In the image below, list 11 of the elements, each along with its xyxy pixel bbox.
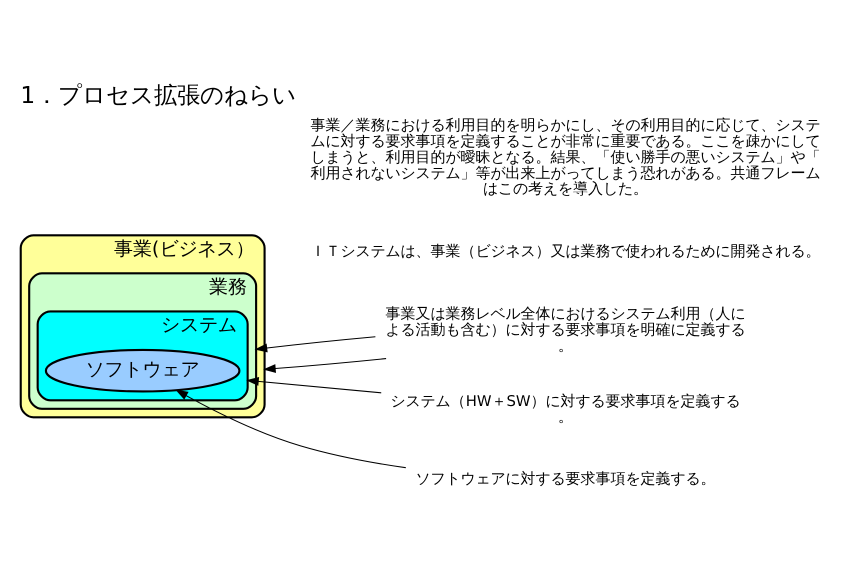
label: ＩＴシステムは、事業（ビジネス）又は業務で使われるために開発される。: [310, 242, 821, 260]
node-text: 事業又は業務レベル全体におけるシステム利用（人による活動も含む）に対する要求事項を明確に定義する。: [386, 305, 746, 354]
arrow: [262, 358, 386, 372]
arrow: [254, 336, 376, 352]
diagram-title: 1．プロセス拡張のねらい: [20, 82, 296, 109]
arrow: [246, 376, 382, 393]
node-text: システム（HW＋SW）に対する要求事項を定義する。: [390, 392, 741, 426]
node-text: ソフトウェアに対する要求事項を定義する。: [416, 470, 716, 488]
node-ellipse: ソフトウェア: [44, 348, 240, 392]
arrow: [175, 389, 406, 468]
label: 事業／業務における利用目的を明らかにし、その利用目的に応じて、システムに対する要求事項を定義することが非常に重要である。ここを疎かにしてしまうと、利用目的が曖昧となる。結果、「使い勝手の悪いシステム」や「利用されないシステム」等が出来上がってしまう恐れがある。共通フレームはこの考えを導入した。: [310, 116, 821, 198]
